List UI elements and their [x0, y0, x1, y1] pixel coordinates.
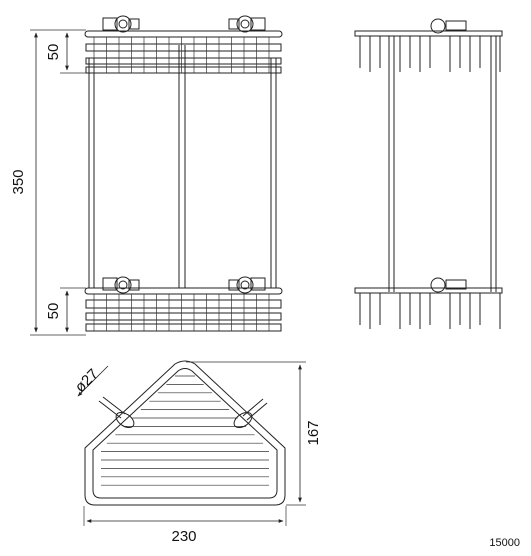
top-basket-height-label: 50: [45, 44, 62, 61]
mount-bracket-top-right: [228, 15, 266, 33]
side-view: [354, 18, 503, 329]
dimension-diameter: ø27: [72, 366, 109, 397]
top-view: [84, 360, 286, 506]
product-code: 15000: [489, 537, 520, 549]
dimension-height: 350: [10, 29, 86, 336]
dimension-top-basket: 50: [45, 32, 86, 74]
bottom-basket: [84, 287, 283, 332]
height-total-label: 350: [10, 169, 27, 194]
width-label: 230: [171, 528, 196, 545]
front-view: [84, 15, 283, 332]
mount-bracket-bottom-right: [228, 276, 266, 294]
corner-fitting-left: [98, 396, 135, 429]
dimension-depth: 167: [186, 361, 322, 506]
top-basket: [84, 30, 283, 74]
dimension-width: 230: [83, 506, 287, 545]
diameter-label: ø27: [72, 366, 102, 396]
mount-bracket-bottom-left: [102, 276, 140, 294]
corner-fitting-right: [233, 398, 268, 429]
depth-label: 167: [305, 420, 322, 445]
dimension-bottom-basket: 50: [45, 287, 86, 333]
bottom-basket-height-label: 50: [45, 303, 62, 320]
mount-bracket-top-left: [102, 15, 140, 33]
